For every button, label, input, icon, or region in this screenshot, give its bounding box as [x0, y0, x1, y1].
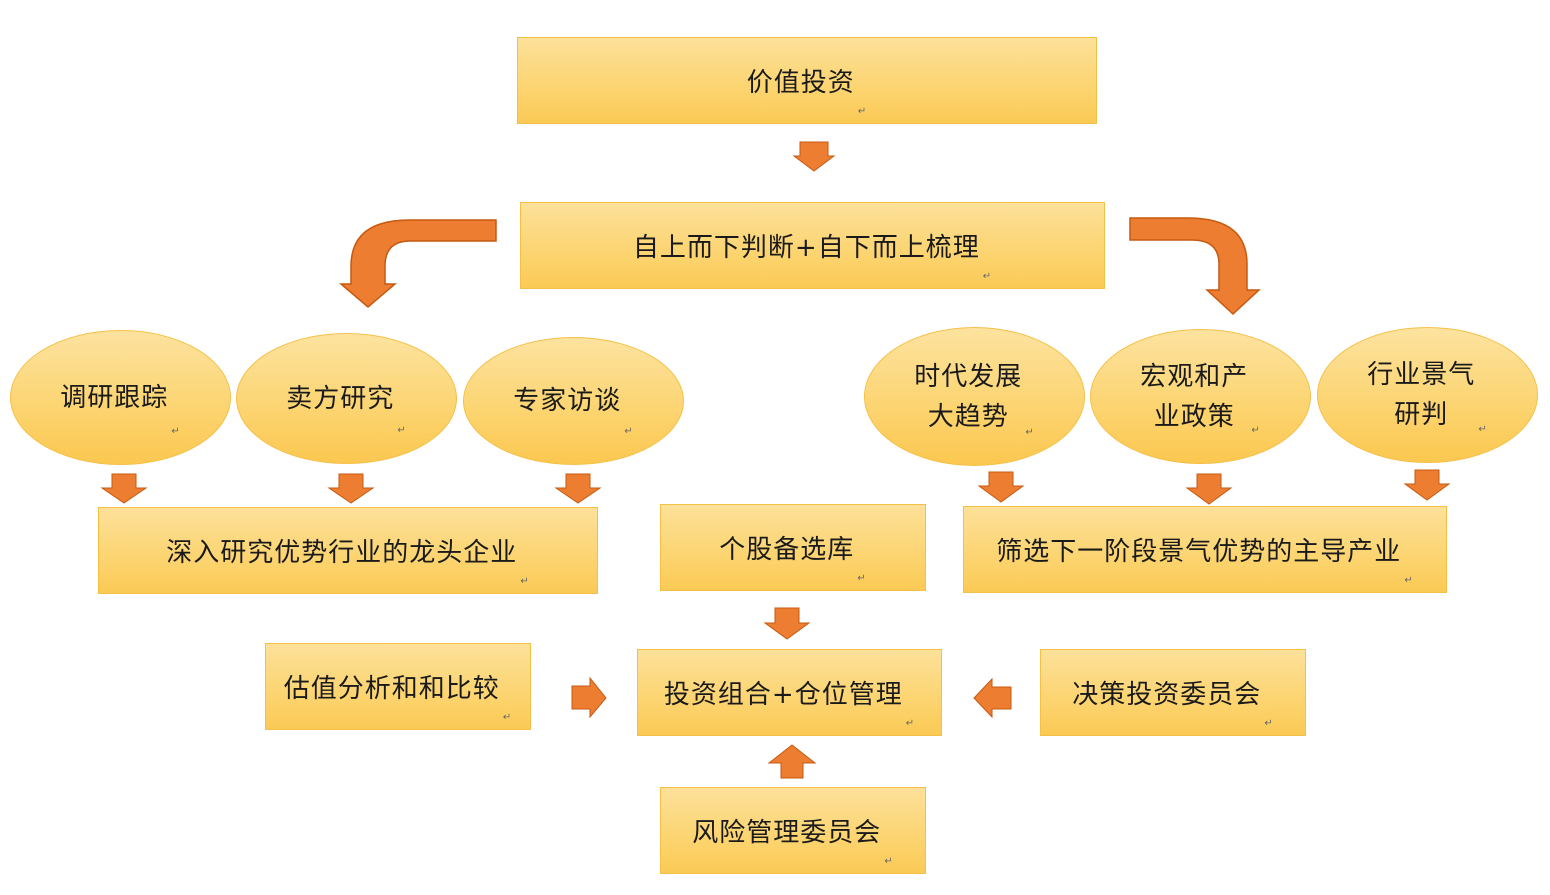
stock-pool-box: 个股备选库↵	[660, 504, 926, 591]
down-arrow-icon	[977, 471, 1025, 503]
expert-interviews-label: 专家访谈	[513, 386, 622, 416]
paragraph-mark-icon: ↵	[520, 576, 530, 587]
paragraph-mark-icon: ↵	[857, 573, 867, 584]
curved-arrow-right-icon	[1129, 217, 1261, 316]
stock-pool-label: 个股备选库	[719, 535, 855, 565]
paragraph-mark-icon: ↵	[1404, 575, 1414, 586]
leading-industries-box: 筛选下一阶段景气优势的主导产业↵	[963, 506, 1447, 593]
down-arrow-icon	[792, 141, 836, 172]
research-tracking-label: 调研跟踪	[60, 382, 169, 413]
down-arrow-icon	[554, 473, 602, 504]
investment-committee-label: 决策投资委员会	[1072, 680, 1262, 710]
paragraph-mark-icon: ↵	[502, 712, 513, 723]
portfolio-management-box: 投资组合+仓位管理↵	[637, 649, 942, 736]
leading-companies-box: 深入研究优势行业的龙头企业↵	[98, 507, 598, 594]
sell-side-research-label: 卖方研究	[286, 383, 395, 414]
down-arrow-icon	[1403, 469, 1451, 501]
expert-interviews-oval: 专家访谈↵	[463, 337, 684, 465]
investment-committee-box: 决策投资委员会↵	[1040, 649, 1306, 736]
curved-arrow-left-icon	[338, 219, 497, 308]
right-arrow-icon	[571, 676, 607, 719]
paragraph-mark-icon: ↵	[1025, 427, 1035, 438]
paragraph-mark-icon: ↵	[624, 426, 634, 437]
paragraph-mark-icon: ↵	[905, 718, 916, 729]
up-arrow-icon	[767, 744, 817, 779]
top-down-bottom-up-box: 自上而下判断+自下而上梳理↵	[520, 202, 1105, 289]
paragraph-mark-icon: ↵	[1251, 425, 1261, 436]
paragraph-mark-icon: ↵	[171, 426, 181, 437]
research-tracking-oval: 调研跟踪 ↵	[10, 330, 231, 465]
portfolio-management-label: 投资组合+仓位管理	[663, 680, 903, 710]
value-investing-label: 价值投资	[746, 68, 855, 98]
valuation-analysis-box: 估值分析和和比较↵	[265, 643, 531, 730]
paragraph-mark-icon: ↵	[1264, 718, 1274, 729]
era-trends-oval: 时代发展 大趋势↵	[864, 327, 1085, 466]
sell-side-research-oval: 卖方研究↵	[236, 333, 457, 464]
paragraph-mark-icon: ↵	[1478, 424, 1488, 435]
paragraph-mark-icon: ↵	[884, 856, 894, 867]
industry-outlook-label: 行业景气 研判	[1367, 360, 1476, 430]
macro-policy-oval: 宏观和产 业政策↵	[1090, 329, 1311, 464]
leading-industries-label: 筛选下一阶段景气优势的主导产业	[996, 537, 1402, 567]
leading-companies-label: 深入研究优势行业的龙头企业	[166, 538, 518, 568]
top-down-bottom-up-label: 自上而下判断+自下而上梳理	[632, 233, 980, 263]
down-arrow-icon	[1185, 473, 1233, 505]
industry-outlook-oval: 行业景气 研判↵	[1317, 327, 1538, 463]
value-investing-box: 价值投资↵	[517, 37, 1097, 124]
macro-policy-label: 宏观和产 业政策	[1140, 361, 1249, 432]
era-trends-label: 时代发展 大趋势	[914, 361, 1023, 432]
down-arrow-icon	[763, 607, 811, 640]
left-arrow-icon	[973, 677, 1012, 719]
valuation-analysis-label: 估值分析和和比较	[283, 674, 500, 704]
paragraph-mark-icon: ↵	[857, 106, 868, 117]
down-arrow-icon	[327, 473, 375, 504]
risk-committee-box: 风险管理委员会↵	[660, 787, 926, 874]
paragraph-mark-icon: ↵	[982, 271, 993, 282]
paragraph-mark-icon: ↵	[397, 425, 407, 436]
risk-committee-label: 风险管理委员会	[692, 818, 882, 848]
down-arrow-icon	[100, 473, 148, 504]
